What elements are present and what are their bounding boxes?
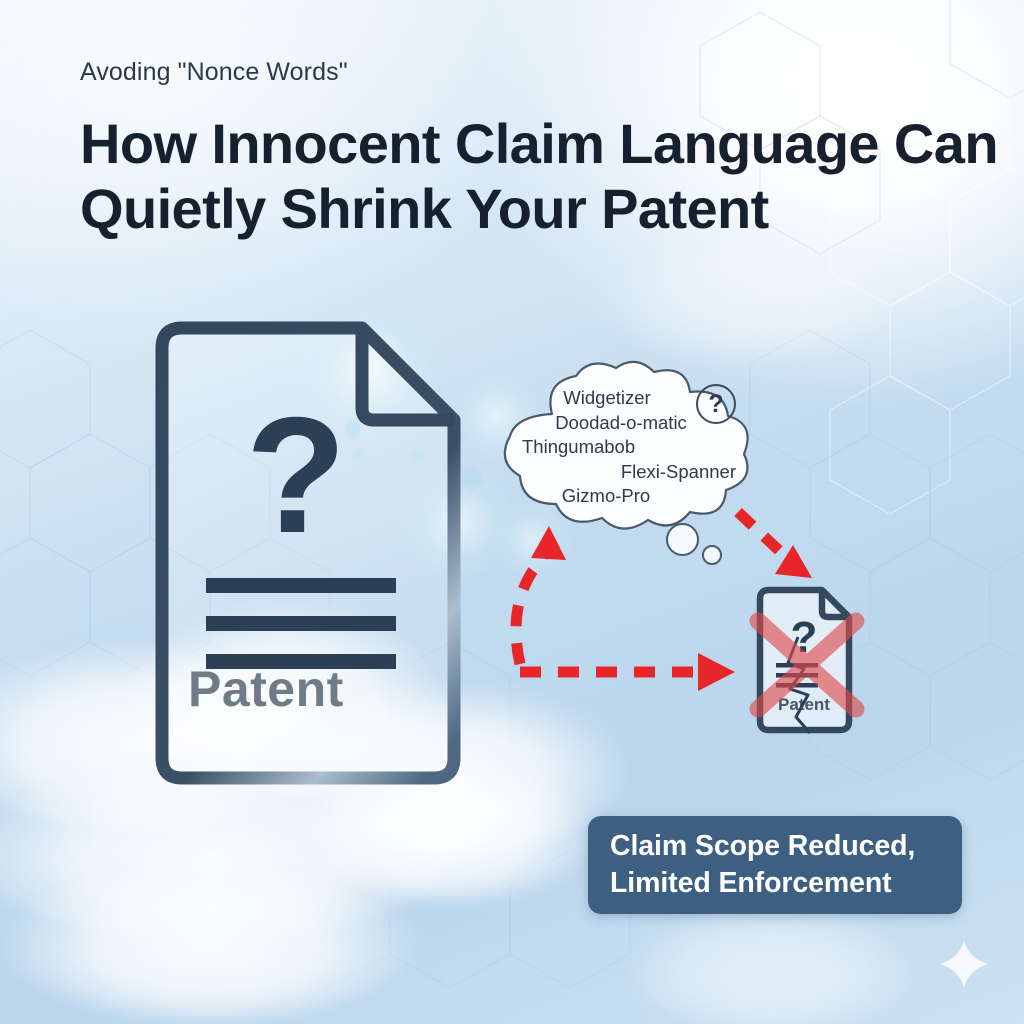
nonce-word: Doodad-o-matic — [555, 411, 687, 433]
bokeh-dot — [460, 468, 482, 490]
nonce-word: Gizmo-Pro — [561, 485, 651, 507]
banner-line-1: Claim Scope Reduced, — [610, 829, 916, 862]
nonce-word: Flexi-Spanner — [620, 460, 736, 482]
thought-cloud: Widgetizer Doodad-o-matic Thingumabob Fl… — [494, 360, 756, 534]
banner-line-2: Limited Enforcement — [610, 867, 892, 899]
document-line — [206, 578, 396, 593]
document-folded-corner — [355, 328, 454, 427]
question-badge-icon: ? — [696, 384, 736, 424]
headline-line-2: Quietly Shrink Your Patent — [80, 176, 769, 240]
document-line — [206, 654, 396, 669]
patent-document-large: ? Patent — [148, 321, 468, 785]
headline-line-1: How Innocent Claim Language Can — [80, 112, 999, 175]
small-document-folded-corner — [818, 590, 849, 621]
thought-bubble-small — [666, 523, 699, 556]
red-x-cross-icon — [749, 612, 865, 718]
thought-bubble-small — [702, 545, 722, 565]
sparkle-star-icon — [940, 940, 988, 988]
result-banner: Claim Scope Reduced, Limited Enforcement — [588, 816, 962, 914]
patent-document-shrunken: ? Patent — [749, 585, 865, 735]
nonce-word-list: Widgetizer Doodad-o-matic Thingumabob Fl… — [494, 362, 756, 534]
document-question-mark: ? — [246, 383, 347, 567]
nonce-word: Thingumabob — [522, 436, 636, 458]
eyebrow-text: Avoding "Nonce Words" — [80, 58, 348, 86]
document-line — [206, 616, 396, 631]
document-label: Patent — [188, 661, 344, 717]
cloud-shape — [503, 360, 749, 530]
page-title: How Innocent Claim Language Can Quietly … — [80, 112, 1010, 242]
nonce-word: Widgetizer — [563, 387, 651, 408]
